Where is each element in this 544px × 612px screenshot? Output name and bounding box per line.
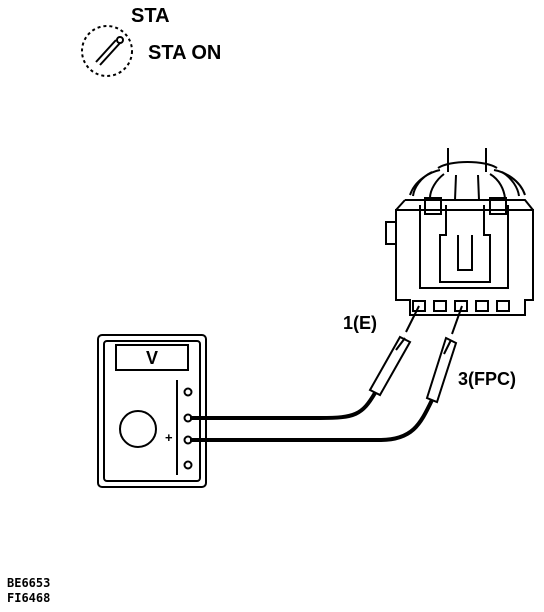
lead-negative [190,391,377,420]
meter-dial [119,410,157,448]
pin1-label: 1(E) [343,313,378,333]
meter-mode-label: V [146,348,159,368]
pin3-label: 3(FPC) [458,369,516,389]
meter-jack-1 [183,387,193,397]
ignition-state-label: STA ON [148,42,222,64]
voltmeter [97,334,207,488]
figure-code-2: FI6468 [7,591,51,605]
fuel-pump-connector [385,148,534,316]
ignition-key-icon [81,25,133,77]
figure-code-1: BE6653 [7,576,51,590]
ignition-position-label: STA [131,5,170,27]
meter-jack-3 [183,435,193,445]
probe-pin3 [451,305,463,335]
test-leads [190,391,434,442]
probe-pin1 [405,305,420,333]
meter-display [115,344,189,371]
meter-jack-4 [183,460,193,470]
meter-plus-label: + [165,430,173,445]
lead-positive [190,399,434,442]
test-probes [368,305,463,404]
meter-jack-2 [183,413,193,423]
